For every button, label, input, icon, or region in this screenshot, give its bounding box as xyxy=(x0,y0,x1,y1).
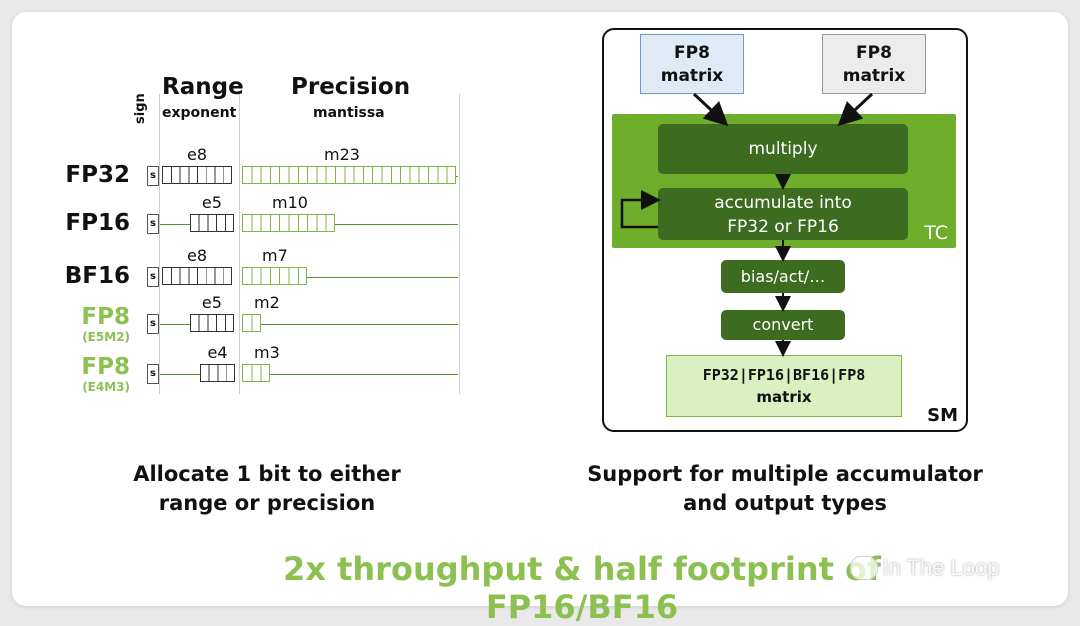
mantissa-label: m23 xyxy=(324,145,360,164)
accumulate-block: accumulate into FP32 or FP16 xyxy=(658,188,908,240)
format-name: FP16 xyxy=(65,210,130,236)
bias-act-block: bias/act/… xyxy=(721,260,845,293)
left-caption: Allocate 1 bit to either range or precis… xyxy=(62,460,472,518)
sm-arrows xyxy=(620,92,874,357)
fp8-matrix-b-line-2: matrix xyxy=(842,66,906,86)
arrow-a-to-multiply xyxy=(692,92,729,127)
sign-bit: s xyxy=(147,214,159,234)
sign-bit: s xyxy=(147,166,159,186)
mantissa-bits xyxy=(242,314,261,332)
mantissa-bits xyxy=(242,364,270,382)
watermark: In The Loop xyxy=(850,555,999,581)
mantissa-label: m2 xyxy=(254,293,280,312)
sm-label: SM xyxy=(927,405,958,426)
exponent-bits xyxy=(162,166,232,184)
exponent-bits xyxy=(200,364,235,382)
exponent-bits xyxy=(190,214,234,232)
headline: 2x throughput & half footprint of FP16/B… xyxy=(283,550,881,626)
format-name: FP8 xyxy=(81,304,130,330)
exponent-bits xyxy=(190,314,234,332)
exponent-lead-line xyxy=(160,374,200,375)
mantissa-bits xyxy=(242,166,456,184)
mantissa-tail-line xyxy=(455,176,458,177)
right-caption-line-1: Support for multiple accumulator xyxy=(587,462,983,486)
sign-bit: s xyxy=(147,314,159,334)
fp8-matrix-b-box: FP8 matrix xyxy=(822,34,926,94)
tc-label: TC xyxy=(924,222,948,244)
mantissa-tail-line xyxy=(335,224,458,225)
format-name: BF16 xyxy=(64,263,130,289)
watermark-icon xyxy=(850,556,878,580)
sign-header: sign xyxy=(133,93,148,124)
arrow-accumulate-loop xyxy=(620,190,661,229)
fp8-matrix-a-line-1: FP8 xyxy=(674,43,710,63)
exponent-label: e4 xyxy=(207,343,228,362)
left-caption-line-2: range or precision xyxy=(158,491,376,515)
watermark-text: In The Loop xyxy=(882,555,1000,580)
mantissa-label: m3 xyxy=(254,343,280,362)
mantissa-header: mantissa xyxy=(313,105,385,121)
divider-range xyxy=(239,94,240,394)
precision-header: Precision xyxy=(291,74,411,100)
exponent-lead-line xyxy=(160,324,190,325)
sm-block: FP8 matrix FP8 matrix TC multiply accumu… xyxy=(602,28,968,432)
right-caption: Support for multiple accumulator and out… xyxy=(560,460,1010,518)
slide-card: sign Range exponent Precision mantissa F… xyxy=(12,12,1068,626)
format-subtitle: (E5M2) xyxy=(82,330,130,344)
mantissa-tail-line xyxy=(307,277,458,278)
output-matrix-box: FP32|FP16|BF16|FP8 matrix xyxy=(666,355,902,417)
mantissa-label: m10 xyxy=(272,193,308,212)
divider-sign xyxy=(159,94,160,394)
output-matrix-line-1: FP32|FP16|BF16|FP8 xyxy=(702,366,866,384)
mantissa-tail-line xyxy=(260,324,458,325)
fp8-matrix-a-line-2: matrix xyxy=(660,66,724,86)
exponent-label: e8 xyxy=(187,145,208,164)
accumulate-line-2: FP32 or FP16 xyxy=(727,217,839,237)
arrow-b-to-multiply xyxy=(837,92,874,127)
mantissa-bits xyxy=(242,267,308,285)
format-name: FP8 xyxy=(81,354,130,380)
multiply-block: multiply xyxy=(658,124,908,174)
fp8-matrix-b-line-1: FP8 xyxy=(856,43,892,63)
exponent-header: exponent xyxy=(162,105,237,121)
sign-bit: s xyxy=(147,267,159,287)
exponent-bits xyxy=(162,267,232,285)
accumulate-line-1: accumulate into xyxy=(714,193,852,213)
range-header: Range xyxy=(162,74,244,100)
divider-end xyxy=(459,94,460,394)
exponent-label: e8 xyxy=(187,246,208,265)
mantissa-bits xyxy=(242,214,335,232)
right-caption-line-2: and output types xyxy=(683,491,887,515)
output-matrix-line-2: matrix xyxy=(756,388,812,406)
mantissa-tail-line xyxy=(269,374,458,375)
fp8-matrix-a-box: FP8 matrix xyxy=(640,34,744,94)
convert-block: convert xyxy=(721,310,845,340)
mantissa-label: m7 xyxy=(262,246,288,265)
format-subtitle: (E4M3) xyxy=(82,380,130,394)
sign-bit: s xyxy=(147,364,159,384)
format-name: FP32 xyxy=(65,162,130,188)
left-caption-line-1: Allocate 1 bit to either xyxy=(133,462,401,486)
format-bit-layout-diagram: sign Range exponent Precision mantissa F… xyxy=(12,12,532,515)
exponent-lead-line xyxy=(160,224,190,225)
exponent-label: e5 xyxy=(201,293,222,312)
exponent-label: e5 xyxy=(201,193,222,212)
